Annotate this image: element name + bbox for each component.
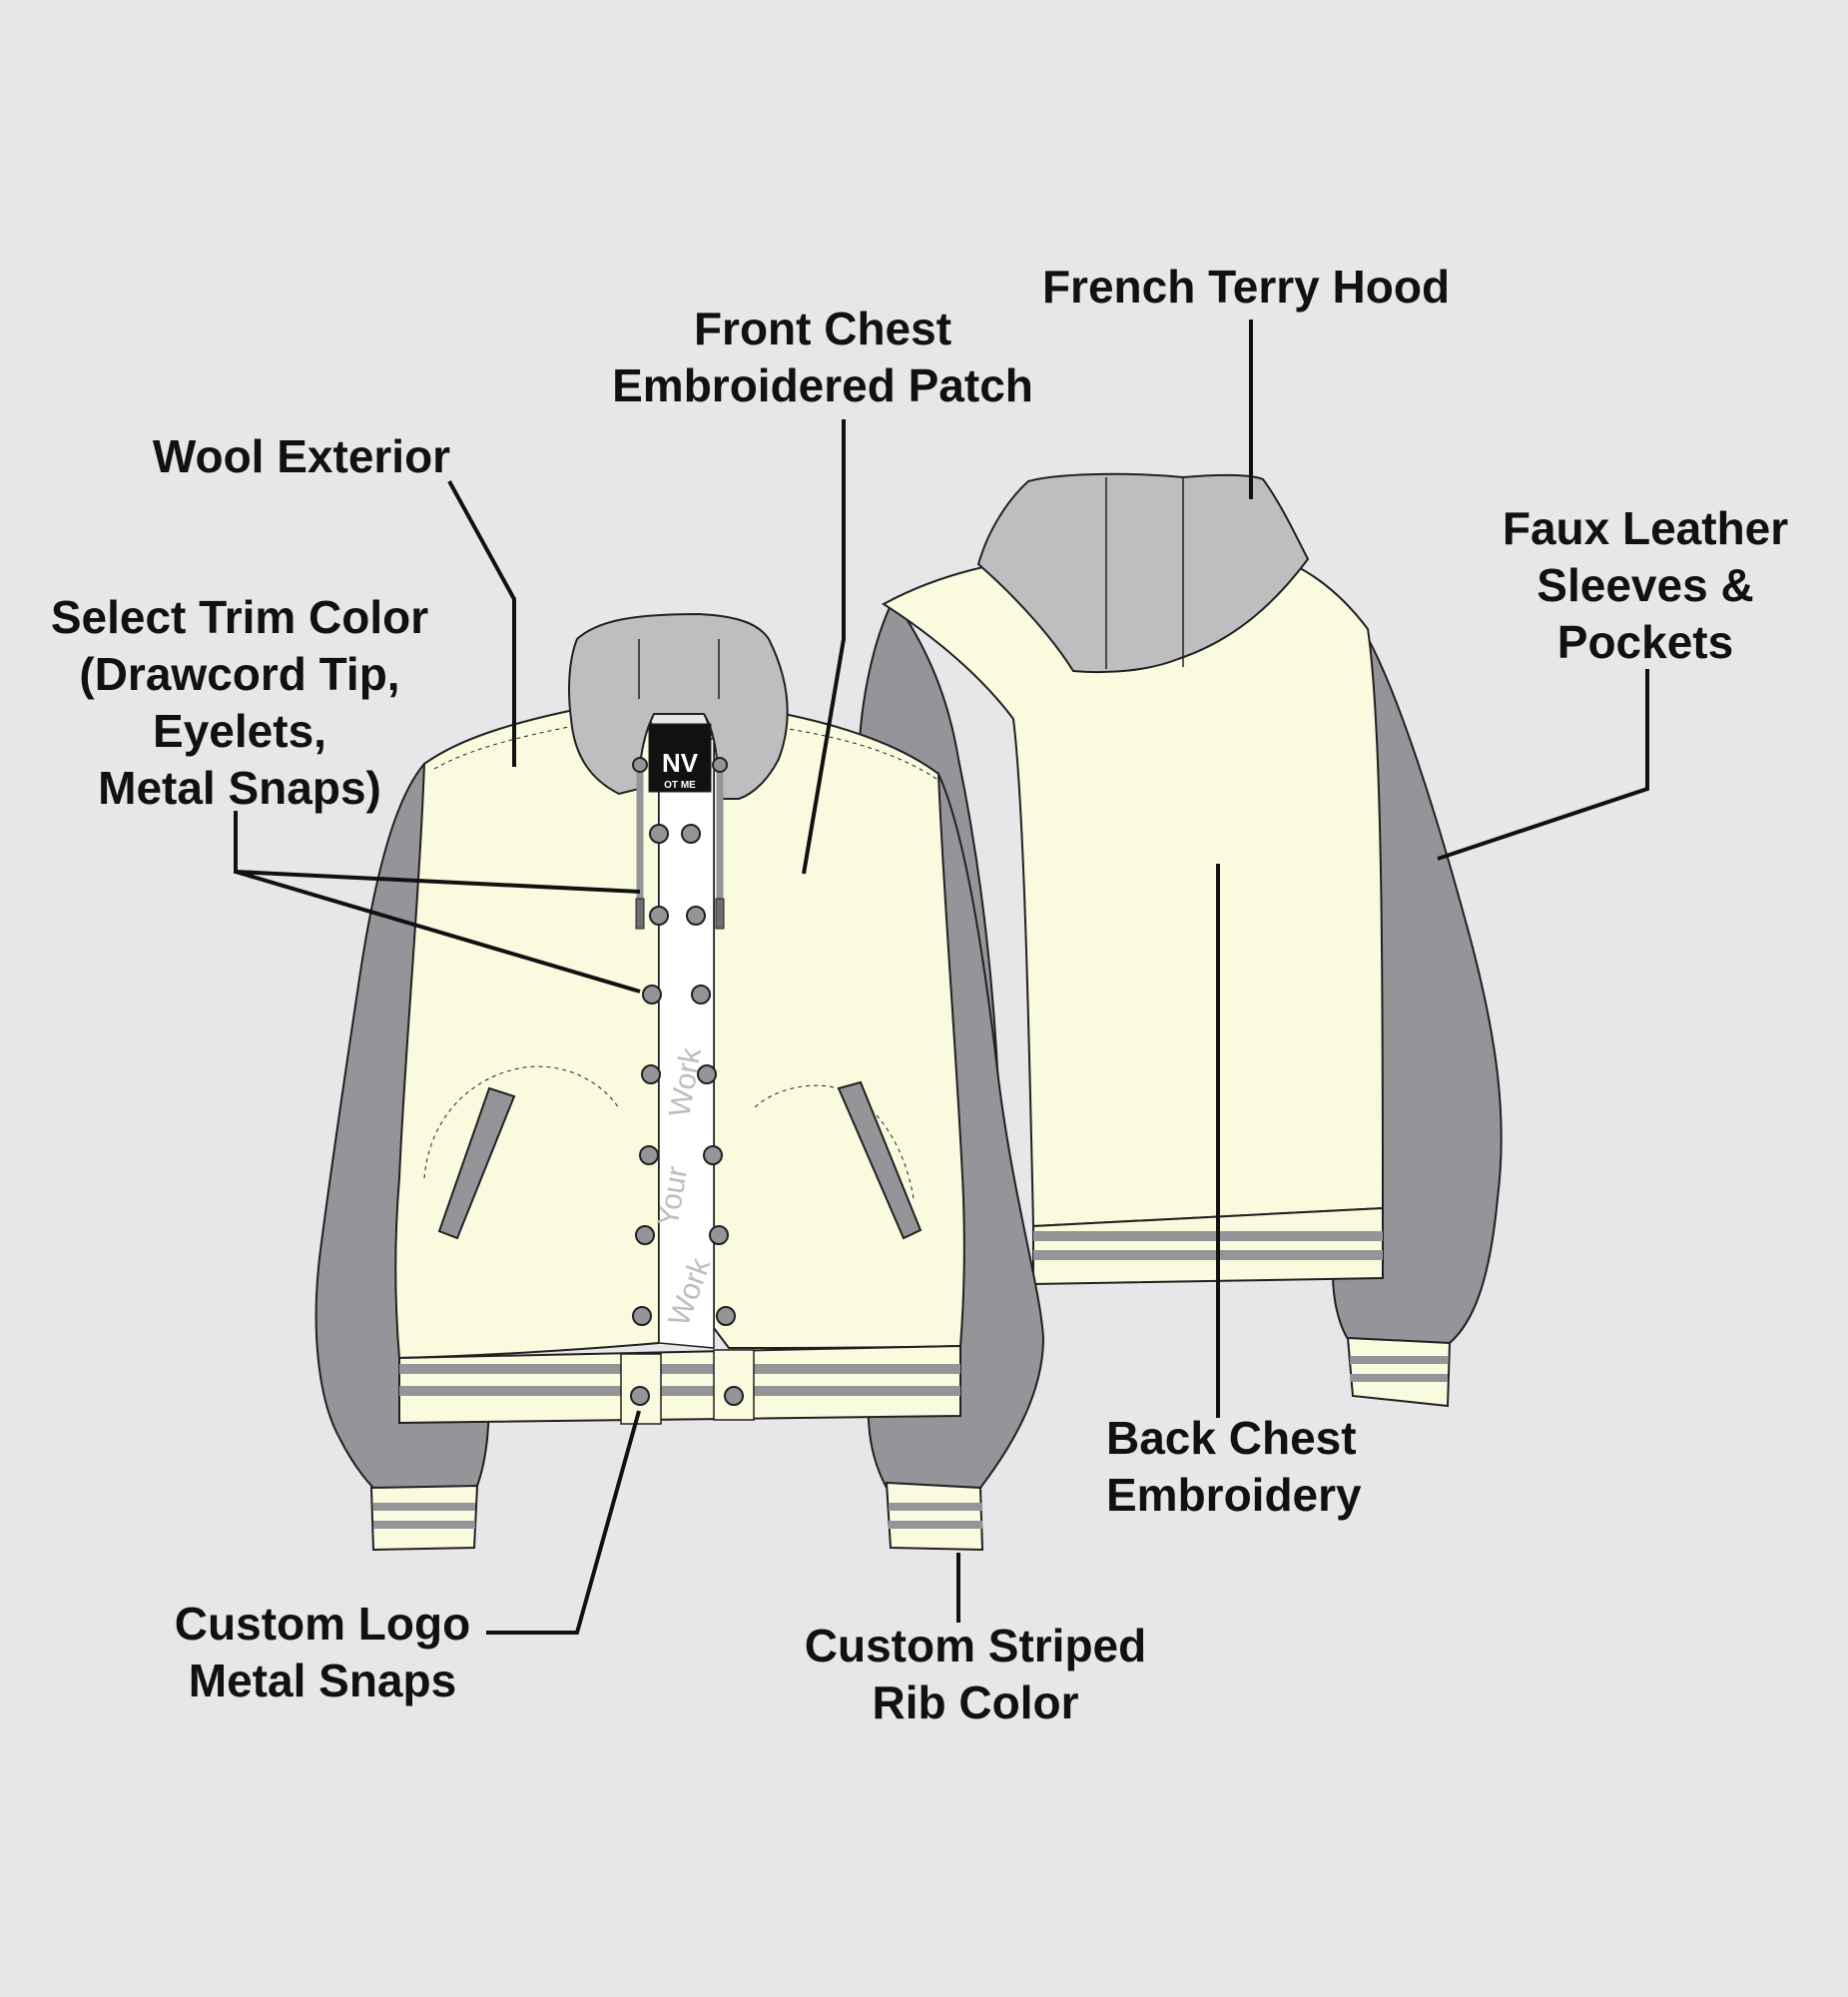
- leader-front-chest-patch: [802, 419, 846, 875]
- callout-custom-striped-rib: Custom Striped Rib Color: [805, 1620, 1146, 1728]
- label-logo-mark: NV: [662, 748, 699, 778]
- callout-back-chest-embroidery-line-1: Back Chest: [1106, 1412, 1357, 1464]
- front-left-cuff: [369, 1484, 479, 1552]
- pocket-stitching: [423, 1065, 915, 1199]
- metal-snap-icon: [641, 1064, 661, 1084]
- back-view-jacket: [857, 472, 1503, 1408]
- callout-front-chest-patch: Front Chest Embroidered Patch: [612, 303, 1033, 411]
- back-hem-stripe: [1033, 1250, 1383, 1260]
- front-chest-label-patch: [648, 723, 712, 793]
- metal-snap-icon: [686, 906, 706, 926]
- drawcord-tip: [635, 898, 645, 930]
- metal-snap-icon: [691, 985, 711, 1004]
- eyelet-icon: [632, 757, 648, 773]
- metal-snap-icon: [649, 906, 669, 926]
- callout-custom-striped-rib-line-2: Rib Color: [873, 1676, 1079, 1728]
- metal-snap-icon: [632, 1306, 652, 1326]
- callout-faux-leather-line-3: Pockets: [1557, 616, 1733, 668]
- callout-front-chest-patch-line-2: Embroidered Patch: [612, 359, 1033, 411]
- callout-wool-exterior-line-1: Wool Exterior: [153, 430, 450, 482]
- left-pocket-welt: [437, 1086, 516, 1240]
- front-view-jacket: NV OT ME Your Work Work: [314, 612, 1045, 1552]
- callout-select-trim-color: Select Trim Color (Drawcord Tip, Eyelets…: [51, 591, 428, 814]
- callout-custom-logo-snaps-line-2: Metal Snaps: [189, 1655, 456, 1706]
- front-hood-seam: [638, 639, 720, 699]
- callout-custom-striped-rib-line-1: Custom Striped: [805, 1620, 1146, 1671]
- drawcord-tip: [715, 898, 725, 930]
- front-cuff-stripe: [889, 1521, 982, 1529]
- leader-wool-exterior: [447, 480, 516, 767]
- label-logo-text: OT ME: [664, 780, 696, 791]
- metal-snap-icon: [681, 824, 701, 844]
- front-cuff-stripe: [889, 1503, 982, 1511]
- back-hem-rib: [1032, 1206, 1384, 1286]
- leader-select-trim-color: [234, 811, 641, 994]
- front-placket-hem: [713, 1349, 755, 1421]
- back-right-cuff: [1346, 1336, 1452, 1408]
- front-hem-rib: [398, 1344, 961, 1425]
- metal-snap-icon: [716, 1306, 736, 1326]
- leader-faux-leather: [1437, 669, 1649, 861]
- callout-faux-leather-line-2: Sleeves &: [1537, 559, 1753, 611]
- callout-back-chest-embroidery: Back Chest Embroidery: [1106, 1412, 1362, 1521]
- metal-snap-icon: [649, 824, 669, 844]
- metal-snap-icon: [630, 1386, 650, 1406]
- back-hem-stripe: [1033, 1231, 1383, 1241]
- metal-snap-icon: [639, 1145, 659, 1165]
- metal-snap-icon: [642, 985, 662, 1004]
- callout-select-trim-color-line-1: Select Trim Color: [51, 591, 428, 643]
- front-body: [394, 697, 660, 1360]
- callout-front-chest-patch-line-1: Front Chest: [694, 303, 951, 354]
- back-cuff-stripe: [1350, 1356, 1448, 1364]
- front-hood: [568, 612, 789, 800]
- callout-select-trim-color-line-4: Metal Snaps): [98, 762, 381, 814]
- front-right-cuff: [885, 1481, 984, 1552]
- metal-snap-icon: [724, 1386, 744, 1406]
- callout-faux-leather: Faux Leather Sleeves & Pockets: [1503, 502, 1788, 668]
- callout-select-trim-color-line-3: Eyelets,: [153, 705, 326, 757]
- callout-french-terry-hood-line-1: French Terry Hood: [1042, 261, 1450, 313]
- callout-custom-logo-snaps-line-1: Custom Logo: [175, 1598, 470, 1650]
- callout-wool-exterior: Wool Exterior: [153, 430, 450, 482]
- callout-faux-leather-line-1: Faux Leather: [1503, 502, 1788, 554]
- metal-snaps: [630, 824, 744, 1406]
- metal-snap-icon: [697, 1064, 717, 1084]
- eyelet-icon: [712, 757, 728, 773]
- metal-snap-icon: [635, 1225, 655, 1245]
- leader-custom-logo-snaps: [486, 1410, 641, 1635]
- front-cuff-stripe: [373, 1503, 475, 1511]
- front-cuff-stripe: [373, 1521, 475, 1529]
- back-hood-seam: [1105, 477, 1184, 669]
- back-cuff-stripe: [1350, 1374, 1448, 1382]
- right-pocket-welt: [837, 1080, 923, 1240]
- front-hem-stripe: [399, 1386, 960, 1396]
- leader-lines: [234, 320, 1649, 1635]
- front-hem-stripe: [399, 1364, 960, 1374]
- callout-custom-logo-snaps: Custom Logo Metal Snaps: [175, 1598, 470, 1706]
- metal-snap-icon: [709, 1225, 729, 1245]
- callout-select-trim-color-line-2: (Drawcord Tip,: [79, 648, 399, 700]
- callout-french-terry-hood: French Terry Hood: [1042, 261, 1450, 313]
- callout-back-chest-embroidery-line-2: Embroidery: [1106, 1469, 1362, 1521]
- metal-snap-icon: [703, 1145, 723, 1165]
- shoulder-stitching: [433, 726, 937, 780]
- back-hood: [976, 472, 1310, 674]
